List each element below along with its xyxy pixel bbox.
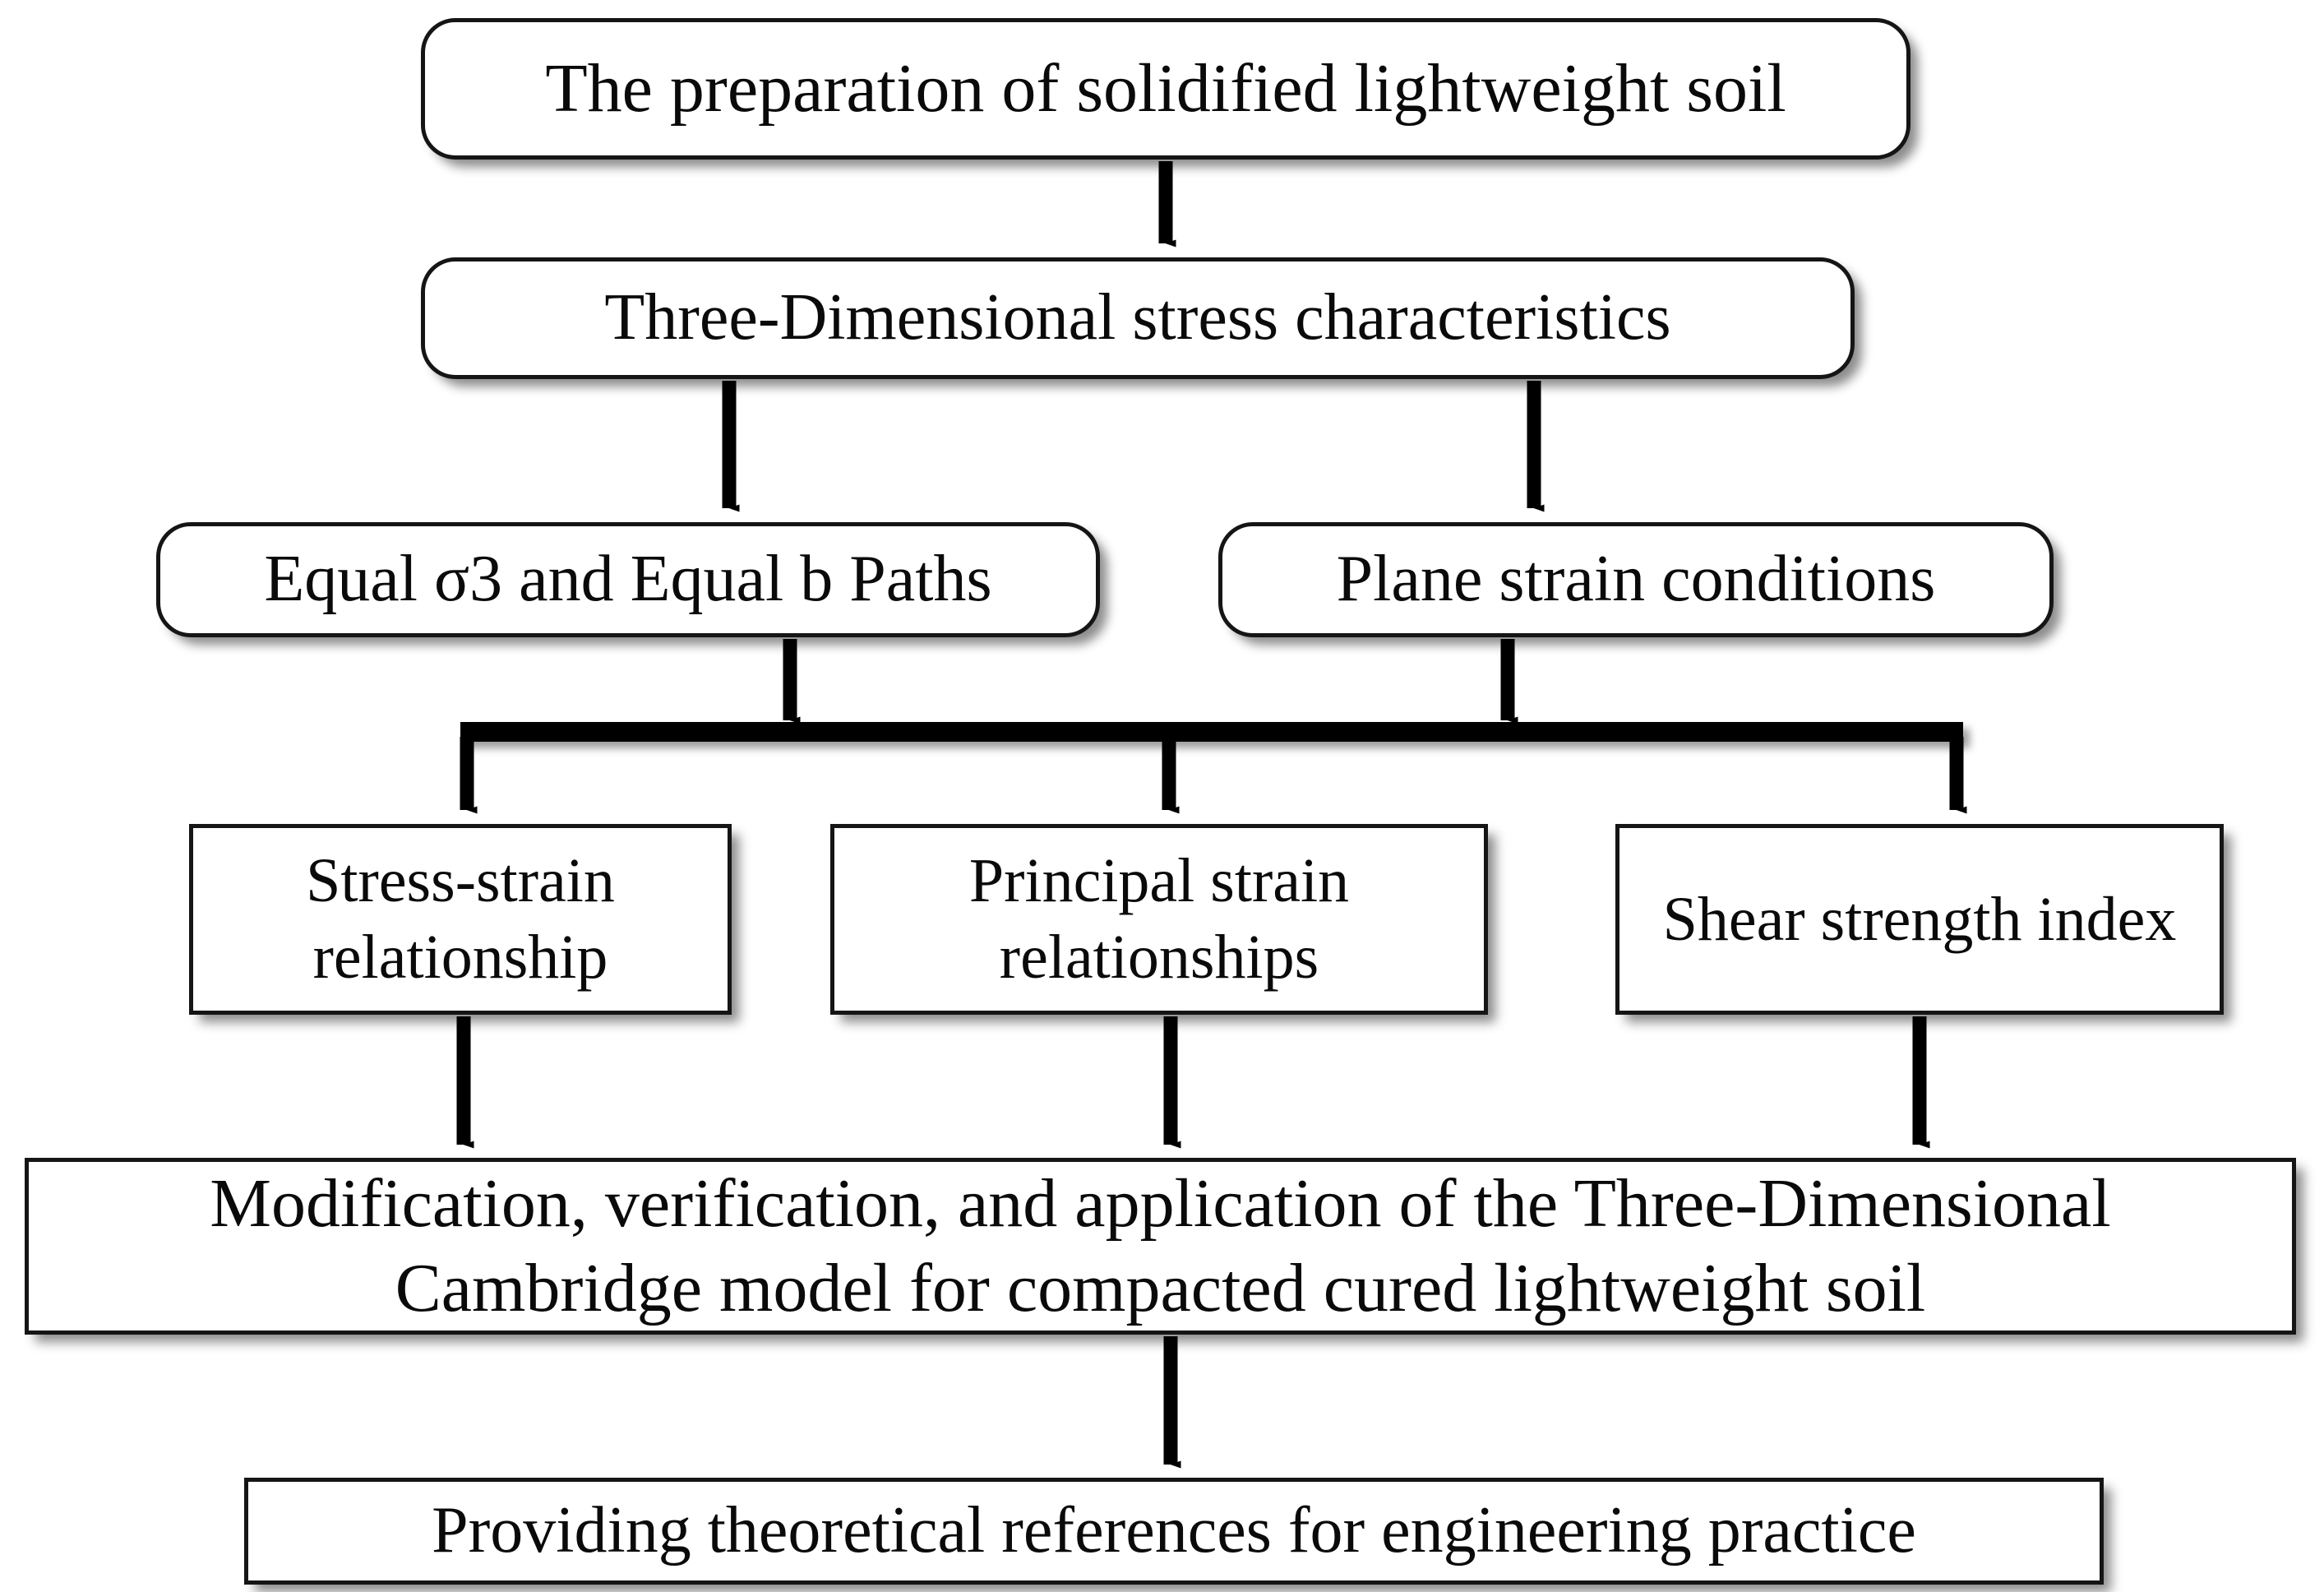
node-preparation[interactable]: The preparation of solidified lightweigh…: [421, 18, 1910, 160]
node-shear-strength[interactable]: Shear strength index: [1615, 824, 2224, 1015]
node-shear-strength-label: Shear strength index: [1662, 884, 2177, 954]
node-stress-strain-label: Stress-strain relationship: [306, 846, 615, 992]
node-cambridge-model[interactable]: Modification, verification, and applicat…: [25, 1158, 2296, 1335]
node-principal-strain[interactable]: Principal strain relationships: [830, 824, 1488, 1015]
distribution-bar: [460, 722, 1963, 742]
node-three-dimensional-label: Three-Dimensional stress characteristics: [604, 281, 1671, 354]
node-equal-paths[interactable]: Equal σ3 and Equal b Paths: [156, 522, 1100, 637]
node-plane-strain-label: Plane strain conditions: [1336, 543, 1936, 616]
node-theoretical-references-label: Providing theoretical references for eng…: [432, 1494, 1916, 1567]
node-stress-strain[interactable]: Stress-strain relationship: [189, 824, 732, 1015]
node-theoretical-references[interactable]: Providing theoretical references for eng…: [244, 1478, 2104, 1585]
node-principal-strain-label: Principal strain relationships: [968, 846, 1350, 992]
node-preparation-label: The preparation of solidified lightweigh…: [545, 49, 1786, 127]
node-equal-paths-label: Equal σ3 and Equal b Paths: [264, 543, 992, 616]
node-cambridge-model-label: Modification, verification, and applicat…: [210, 1165, 2111, 1326]
node-plane-strain[interactable]: Plane strain conditions: [1218, 522, 2054, 637]
node-three-dimensional[interactable]: Three-Dimensional stress characteristics: [421, 257, 1855, 379]
